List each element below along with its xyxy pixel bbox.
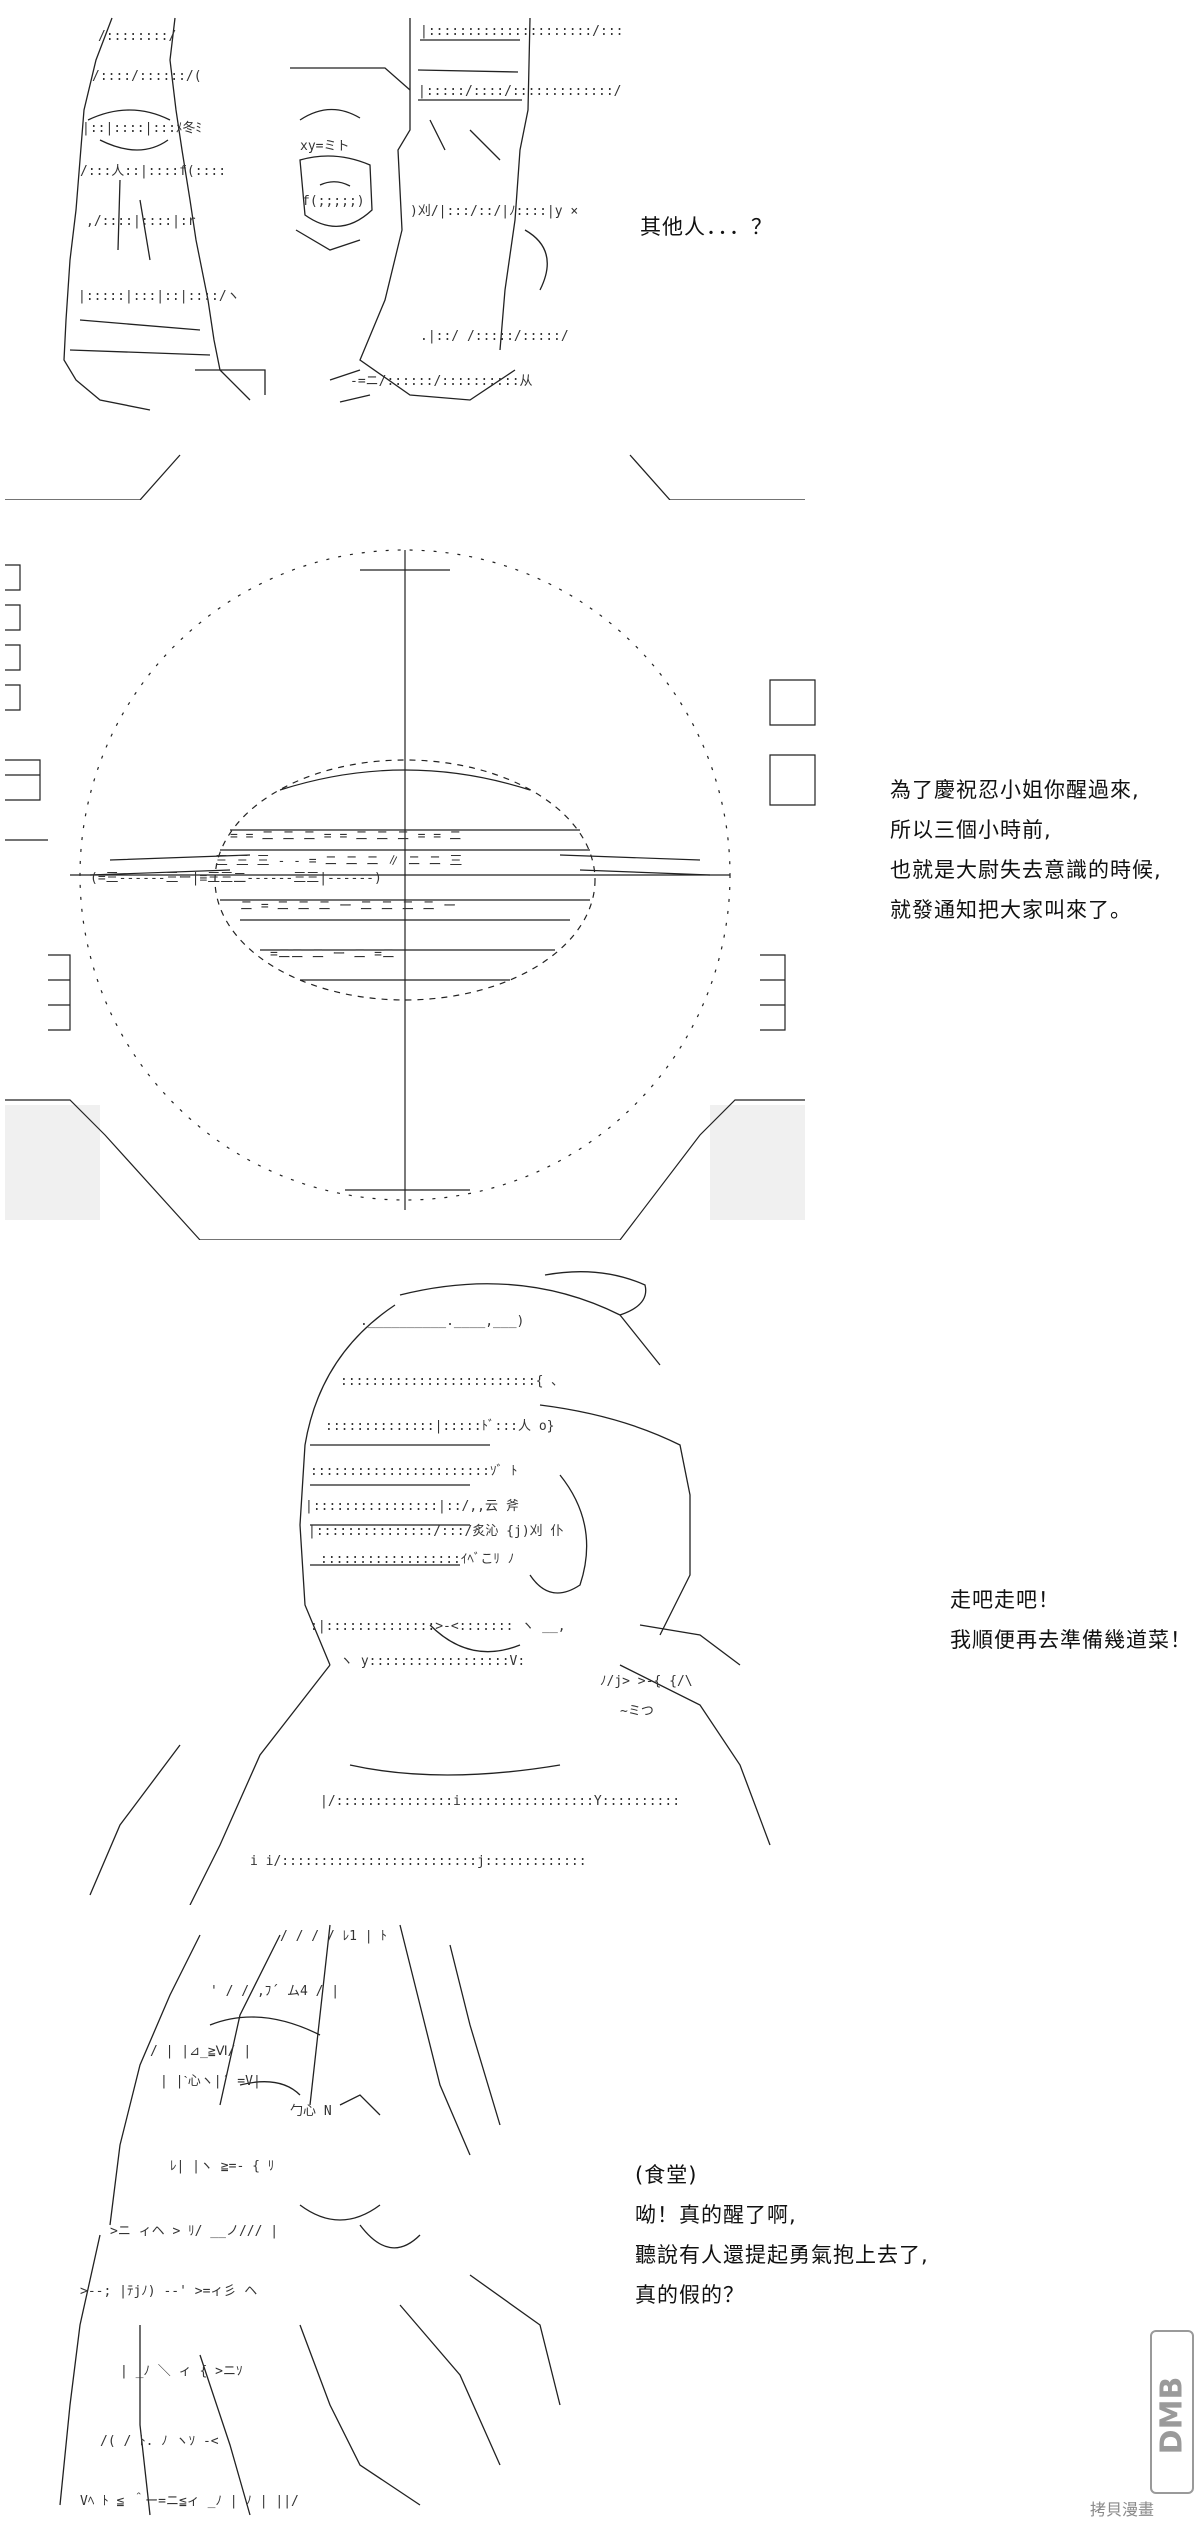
svg-text:/( / ﾄ. ﾉ ヽｿ: /( / ﾄ. ﾉ ヽｿ -< [100,2434,219,2449]
svg-text:| |ˋ心ヽ|´ =V|: | |ˋ心ヽ|´ =V| [160,2074,261,2089]
svg-text:' / / ,ﾌ´ ム4 / |: ' / / ,ﾌ´ ム4 / | [210,1984,339,1999]
dialogue-line: 為了慶祝忍小姐你醒過來, [890,778,1140,802]
ascii-art-grinning-girl: / / / / ﾚ1 | ﾄ ' / / ,ﾌ´ ム4 / | / | |⊿_≧… [59,1924,561,2516]
dialogue-p2: 為了慶祝忍小姐你醒過來, 所以三個小時前, 也就是大尉失去意識的時候, 就發通知… [890,770,1162,930]
svg-text:::::::::::::::|:::::ﾄﾞ:::人 o}: ::::::::::::::|:::::ﾄﾞ:::人 o} [325,1419,555,1434]
watermark-caption: 拷貝漫畫 [1090,2500,1155,2519]
svg-text:(=三------三ー|≡三三二------三三|-----: (=三------三ー|≡三三二------三三|------) [90,871,382,886]
panel-4: / / / / ﾚ1 | ﾄ ' / / ,ﾌ´ ム4 / | / | |⊿_≧… [0,1905,1200,2529]
svg-text::|::::::::::::::>-<::::::: ヽ: :|::::::::::::::>-<::::::: ヽ __, [310,1619,566,1634]
svg-text::::::::::::::::::::::::ｿﾞ ﾄ: :::::::::::::::::::::::ｿﾞ ﾄ [310,1464,517,1479]
svg-text:>ニ ィヘ > ﾘ/ __ノ///: >ニ ィヘ > ﾘ/ __ノ/// | [110,2224,278,2239]
dialogue-line: 呦！真的醒了啊, [635,2203,797,2227]
svg-text:| _ﾉ ＼ ィ { >ニｿ: | _ﾉ ＼ ィ { >ニｿ [120,2364,242,2379]
svg-text:ﾚ| |ヽ ≧=- { ﾘ: ﾚ| |ヽ ≧=- { ﾘ [170,2159,274,2174]
ascii-art-smiling-girl: .__________.____,___) ::::::::::::::::::… [89,1271,771,1905]
dialogue-p1: 其他人．．．？ [640,207,773,247]
dialogue-line: 真的假的？ [635,2283,745,2307]
dialogue-line: 也就是大尉失去意識的時候, [890,858,1162,882]
ascii-art-three-figures: /::::::::/ /::::/::::::/( |::|::::|:::ﾒ冬… [5,17,805,500]
svg-text:)刈/|:::/::/|ﾉ::::|y ×: )刈/|:::/::/|ﾉ::::|y × [410,204,578,219]
svg-text:|:::::|:::|::|::::/ヽ: |:::::|:::|::|::::/ヽ [78,289,240,304]
dialogue-line: 其他人．．．？ [640,215,773,239]
dialogue-p3: 走吧走吧！ 我順便再去準備幾道菜！ [950,1580,1192,1660]
svg-text::::::::::::::::::::::::::{ ､: :::::::::::::::::::::::::{ ､ [340,1374,558,1389]
svg-text:f(;;;;;): f(;;;;;) [302,194,365,209]
svg-text:|:::::/::::/:::::::::::::/: |:::::/::::/:::::::::::::/ [418,84,622,99]
svg-text:|::::::::::::::::|::/,,云: |::::::::::::::::|::/,,云 斧 [305,1499,519,1514]
watermark-brand: DMB [1154,2376,1190,2455]
svg-text:::::::::::::::::::ｲﾍﾞこﾘ: ::::::::::::::::::ｲﾍﾞこﾘ ﾉ [320,1552,514,1567]
svg-text:ニ = ニ ニ ニ ー ニ ニ ニ ニ ー: ニ = ニ ニ ニ ー ニ ニ ニ ニ ー [240,899,456,914]
svg-text:|:::::::::::::::/:::/炙沁 {j): |:::::::::::::::/:::/炙沁 {j)刈 仆 [308,1524,564,1539]
svg-text:>--; |ﾃjﾉ) --' >=ィ: >--; |ﾃjﾉ) --' >=ィ彡 ヘ [80,2284,257,2299]
svg-text:勹心 N: 勹心 N [290,2103,332,2119]
ascii-art-scope-and-planet: = = ニ ニ ニ = = ニ ニ ニ = = ニ 三 三 三 - - = ニ … [5,549,816,1240]
dialogue-line: (食堂) [635,2163,698,2187]
svg-text:xy=ミト: xy=ミト [300,139,349,154]
svg-text:ﾉ/j> >-{ {/\: ﾉ/j> >-{ {/\ [600,1674,693,1689]
svg-text:/ | |⊿_≧Ⅵ/ |: / | |⊿_≧Ⅵ/ | [150,2044,251,2059]
dialogue-line: 聽說有人還提起勇氣抱上去了, [635,2243,929,2267]
svg-text:Vﾍ ﾄ ≦ ＾ー=ニ≦ィ _ﾉ | ﾉ |: Vﾍ ﾄ ≦ ＾ー=ニ≦ィ _ﾉ | ﾉ | ||/ [80,2492,299,2509]
svg-text:=ニニ ニ ー ニ =ニ: =ニニ ニ ー ニ =ニ [270,947,395,962]
svg-text:/ / / / ﾚ1 | ﾄ: / / / / ﾚ1 | ﾄ [280,1929,387,1944]
svg-text:|:::::::::::::::::::::/:::: |:::::::::::::::::::::/::: [420,24,624,39]
svg-text:/::::/::::::/(: /::::/::::::/( [92,69,202,84]
dialogue-line: 我順便再去準備幾道菜！ [950,1628,1192,1652]
svg-text:.|::/ /:::::/:::::/: .|::/ /:::::/:::::/ [420,329,569,344]
dialogue-p4: (食堂) 呦！真的醒了啊, 聽說有人還提起勇氣抱上去了, 真的假的？ [635,2155,929,2315]
panel-1: /::::::::/ /::::/::::::/( |::|::::|:::ﾒ冬… [0,0,1200,500]
svg-text:/:::人::|::::f(::::: /:::人::|::::f(:::: [80,164,226,179]
svg-text:|::|::::|:::ﾒ冬ﾐ: |::|::::|:::ﾒ冬ﾐ [82,120,202,136]
dialogue-line: 就發通知把大家叫來了。 [890,898,1132,922]
svg-text:~ミつ: ~ミつ [620,1704,654,1719]
svg-text:= = ニ ニ ニ = = ニ ニ ニ = = ニ: = = ニ ニ ニ = = ニ ニ ニ = = ニ [230,829,462,844]
dialogue-line: 走吧走吧！ [950,1588,1060,1612]
svg-text:-=ニ/::::::/::::::::::从: -=ニ/::::::/::::::::::从 [350,374,533,389]
svg-text:,/::::|::::|:r: ,/::::|::::|:r [86,214,196,229]
panel-3: .__________.____,___) ::::::::::::::::::… [0,1245,1200,1905]
svg-text:|/:::::::::::::::i::::::::::::: |/:::::::::::::::i:::::::::::::::::Y::::… [320,1794,680,1809]
svg-text:i i/:::::::::::::::::::::::::: i i/:::::::::::::::::::::::::j::::::::::… [250,1854,587,1869]
svg-text:.__________.____,___): .__________.____,___) [360,1314,524,1329]
svg-text:/::::::::/: /::::::::/ [98,29,176,44]
dialogue-line: 所以三個小時前, [890,818,1052,842]
svg-text:ヽ y::::::::::::::::::V:: ヽ y::::::::::::::::::V: [340,1654,525,1669]
svg-text:三 三 三 - - = ニ ニ ニ ∥ ニ ニ 三: 三 三 三 - - = ニ ニ ニ ∥ ニ ニ 三 [215,854,462,869]
panel-2: = = ニ ニ ニ = = ニ ニ ニ = = ニ 三 三 三 - - = ニ … [0,510,1200,1240]
watermark-logo: DMB [1150,2330,1194,2494]
